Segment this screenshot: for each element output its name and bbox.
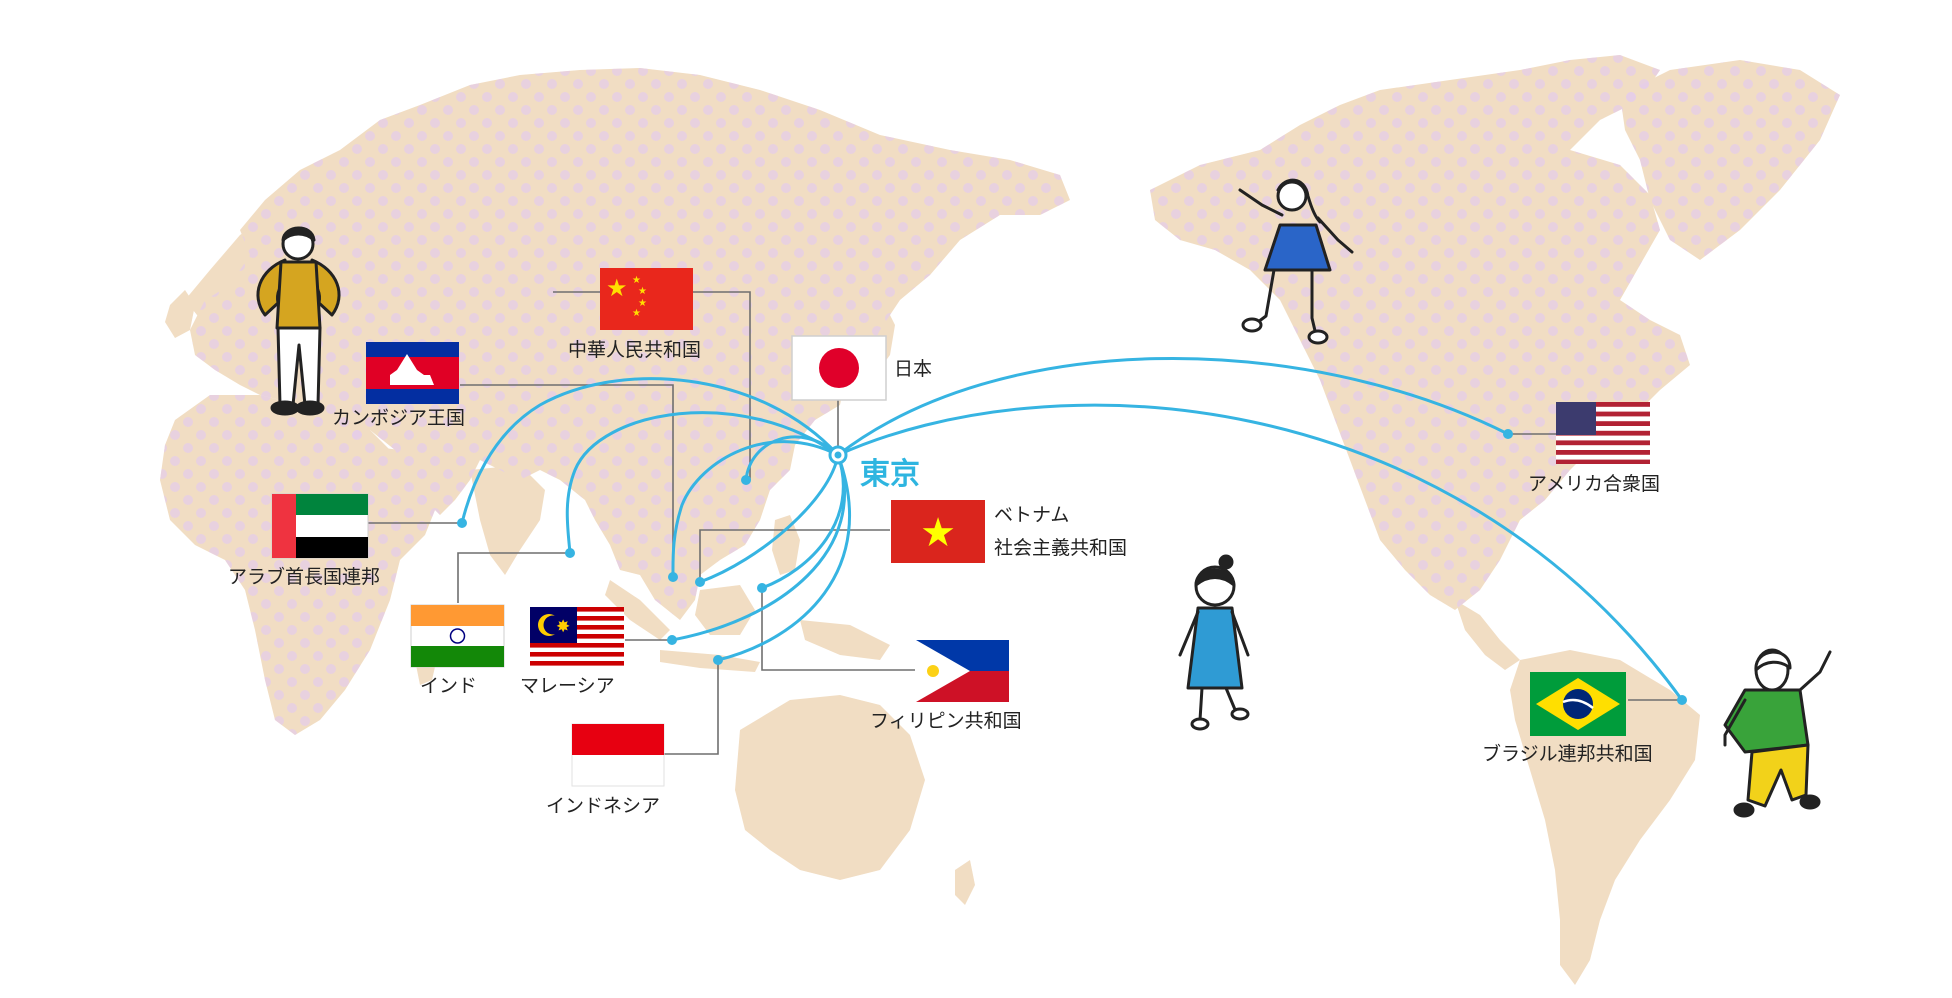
route-endpoints [457,429,1687,705]
country-label-cambodia: カンボジア王国 [332,407,465,429]
svg-text:★: ★ [632,275,641,286]
country-label-philippines: フィリピン共和国 [870,710,1022,732]
australia-landmass [735,695,925,880]
usa-flag-icon [1556,402,1650,464]
svg-text:✸: ✸ [556,617,570,637]
country-label-india: インド [420,675,477,697]
route-malaysia [670,453,846,642]
india-flag-icon [410,604,505,668]
route-cambodia [671,440,840,579]
country-label-vietnam-line1: ベトナム [994,504,1069,526]
svg-text:★: ★ [920,510,956,556]
route-india [565,411,840,555]
leader-line-indonesia [664,660,719,755]
cambodia-flag-icon [366,342,459,404]
india-landmass [470,465,545,575]
borneo-landmass [695,585,755,635]
svg-text:★: ★ [638,286,647,297]
uae-flag-icon [271,493,369,559]
sumatra-landmass [605,580,670,640]
route-brazil [836,403,1684,702]
svg-text:★: ★ [632,308,641,319]
malaysia-flag-icon: ✸ [530,607,624,671]
hub-city-label: 東京 [860,457,920,492]
china-flag-icon: ★ ★ ★ ★ ★ [600,268,693,330]
svg-text:★: ★ [606,274,628,302]
tokyo-hub-marker [828,445,848,465]
country-label-japan: 日本 [894,358,932,380]
leader-line-india [457,552,570,603]
country-label-malaysia: マレーシア [520,675,615,697]
route-uae [460,377,840,525]
man-in-vest-icon [256,226,341,416]
flight-routes [460,356,1684,702]
newguinea-landmass [800,620,890,660]
country-label-uae: アラブ首長国連邦 [228,565,380,588]
leader-line-cambodia [460,384,674,570]
svg-text:★: ★ [638,298,647,309]
brazil-flag-icon [1530,672,1626,736]
java-landmass [660,650,760,672]
route-indonesia [716,453,851,662]
route-vietnam [698,453,840,584]
route-usa [836,356,1510,457]
leader-line-vietnam [699,529,890,578]
philippines-flag-icon [916,640,1009,702]
japan-flag-icon [791,335,887,401]
country-label-vietnam-line2: 社会主義共和国 [994,537,1127,559]
country-label-brazil: ブラジル連邦共和国 [1482,742,1653,765]
boy-waving-icon [1723,648,1832,818]
girl-jumping-icon [1238,178,1354,345]
girl-in-blue-dress-icon [1178,554,1250,731]
leader-line-philippines [761,588,915,671]
britain-landmass [165,290,195,338]
indonesia-flag-icon [571,723,665,787]
country-label-indonesia: インドネシア [546,795,660,817]
route-china [744,435,840,482]
newzealand-landmass [955,860,975,905]
philippines-landmass [772,515,800,575]
central-america-landmass [1455,600,1520,670]
vietnam-flag-icon: ★ [891,500,985,563]
country-label-china: 中華人民共和国 [568,339,701,361]
country-label-usa: アメリカ合衆国 [1528,473,1660,495]
